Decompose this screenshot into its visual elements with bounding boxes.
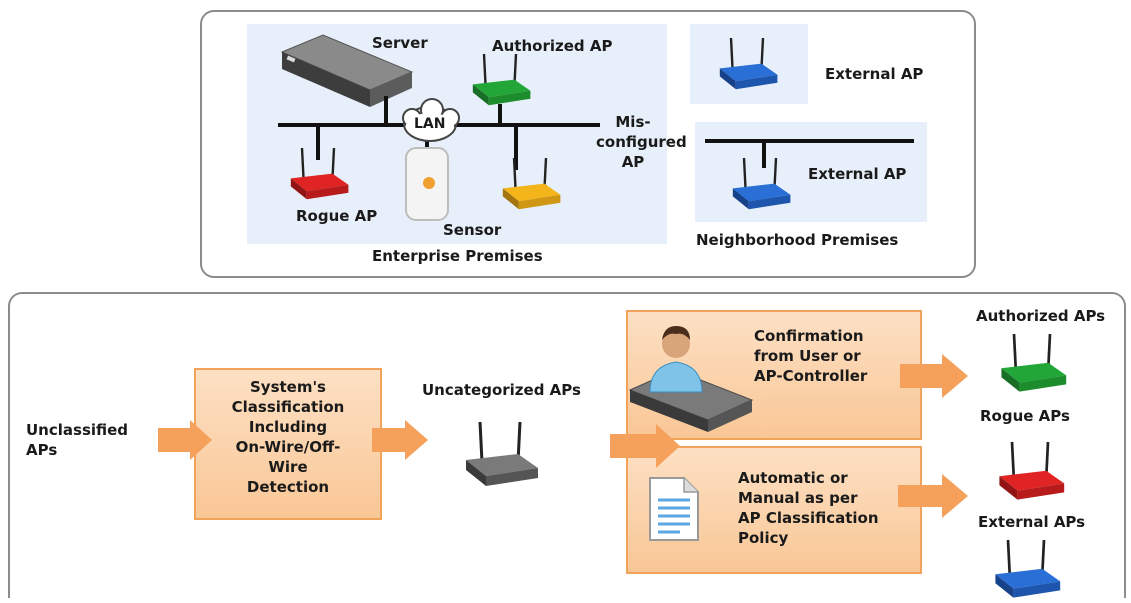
external-ap-top-icon	[719, 37, 778, 90]
arrow-system-to-uncategorized	[372, 420, 428, 460]
rogue-aps-icon	[999, 441, 1065, 500]
authorized-ap-icon	[472, 53, 531, 106]
rogue-ap-label: Rogue AP	[296, 207, 378, 225]
authorized-ap-label: Authorized AP	[492, 37, 613, 55]
external-ap-zone	[690, 24, 808, 104]
authorized-aps-icon	[1001, 333, 1067, 392]
sensor-icon	[405, 147, 449, 221]
policy-document-icon	[649, 477, 699, 541]
confirmation-text: Confirmation from User or AP-Controller	[754, 327, 868, 385]
neighborhood-premises-zone	[695, 122, 927, 222]
uncategorized-aps-label: Uncategorized APs	[422, 381, 581, 399]
server-label: Server	[372, 34, 428, 52]
external-aps-label: External APs	[978, 513, 1086, 531]
external-ap-top-label: External AP	[825, 65, 924, 83]
arrow-confirmation-to-authorized	[900, 354, 968, 398]
arrow-unclassified-to-system	[158, 420, 212, 460]
misconfigured-ap-icon	[502, 157, 561, 210]
arrow-policy-to-classified	[898, 474, 968, 518]
rogue-ap-icon	[290, 147, 349, 200]
external-ap-neighbor-icon	[732, 157, 791, 210]
system-classification-text: System's Classification Including On-Wir…	[231, 378, 345, 496]
neighborhood-premises-label: Neighborhood Premises	[696, 231, 899, 249]
server-icon	[280, 34, 414, 107]
external-ap-neighbor-label: External AP	[808, 165, 907, 183]
rogue-aps-label: Rogue APs	[980, 407, 1070, 425]
policy-text: Automatic or Manual as per AP Classifica…	[738, 469, 879, 547]
sensor-label: Sensor	[443, 221, 502, 239]
arrow-uncategorized-to-decision	[610, 424, 680, 468]
uncategorized-ap-icon	[466, 421, 538, 486]
enterprise-premises-label: Enterprise Premises	[372, 247, 543, 265]
authorized-aps-label: Authorized APs	[976, 307, 1106, 325]
misconfigured-ap-label: Mis- configured AP	[596, 113, 687, 171]
external-aps-icon	[995, 539, 1061, 598]
unclassified-aps-label: Unclassified APs	[26, 421, 129, 459]
lan-label: LAN	[414, 116, 446, 132]
user-icon	[649, 326, 703, 393]
lan-cloud-icon	[402, 98, 460, 142]
